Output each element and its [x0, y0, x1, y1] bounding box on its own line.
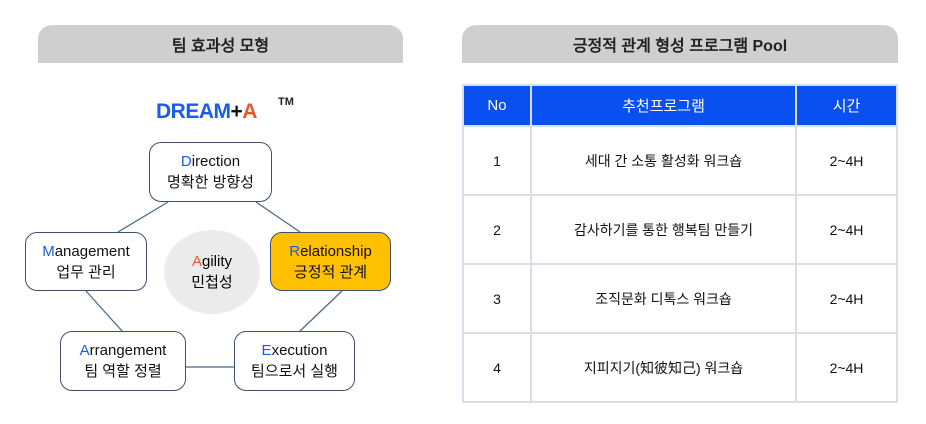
right-title: 긍정적 관계 형성 프로그램 Pool	[572, 38, 788, 55]
text: 2~4H	[795, 332, 898, 403]
dream-a-logo: DREAM+A	[156, 100, 257, 124]
node-execution: Execution 팀으로서 실행	[234, 331, 355, 391]
text: 2	[462, 194, 532, 265]
text: 2~4H	[795, 194, 898, 265]
text: E	[261, 342, 272, 359]
text: xecution	[271, 342, 328, 359]
text: 명확한 방향성	[167, 174, 254, 191]
header-no: No	[462, 84, 532, 127]
text: 2~4H	[795, 125, 898, 196]
text: 1	[462, 125, 532, 196]
text: gility	[202, 253, 233, 270]
text: 업무 관리	[56, 263, 116, 281]
text: +	[230, 100, 243, 123]
left-title: 팀 효과성 모형	[171, 38, 270, 55]
text: rrangement	[89, 342, 167, 359]
text: 긍정적 관계	[293, 263, 368, 281]
header-program: 추천프로그램	[530, 84, 797, 127]
node-direction: Direction 명확한 방향성	[149, 142, 272, 202]
text: 감사하기를 통한 행복팀 만들기	[530, 194, 797, 265]
text: 팀 역할 정렬	[84, 363, 162, 380]
text: anagement	[54, 242, 130, 260]
text: 세대 간 소통 활성화 워크숍	[530, 125, 797, 196]
header-time: 시간	[795, 84, 898, 127]
text: 2~4H	[795, 263, 898, 334]
text: 지피지기(知彼知己) 워크숍	[530, 332, 797, 403]
node-arrangement: Arrangement 팀 역할 정렬	[60, 331, 186, 391]
text: elationship	[300, 242, 372, 260]
trademark: TM	[278, 96, 294, 108]
text: A	[79, 342, 90, 359]
text: 팀으로서 실행	[251, 363, 338, 380]
program-pool-tab: 긍정적 관계 형성 프로그램 Pool	[462, 25, 898, 63]
text: D	[180, 153, 192, 170]
text: 민첩성	[191, 274, 233, 291]
text: 3	[462, 263, 532, 334]
text: M	[42, 242, 55, 260]
text: 조직문화 디톡스 워크숍	[530, 263, 797, 334]
text: irection	[191, 153, 241, 170]
text: A	[191, 253, 202, 270]
team-effectiveness-tab: 팀 효과성 모형	[38, 25, 403, 63]
text: A	[242, 100, 257, 123]
text: R	[289, 242, 301, 260]
node-agility: Agility 민첩성	[164, 230, 260, 314]
text: 4	[462, 332, 532, 403]
node-management: Management 업무 관리	[25, 232, 147, 291]
text: DREAM	[156, 100, 231, 123]
node-relationship: Relationship 긍정적 관계	[270, 232, 391, 291]
table-header: No 추천프로그램 시간	[462, 84, 898, 127]
